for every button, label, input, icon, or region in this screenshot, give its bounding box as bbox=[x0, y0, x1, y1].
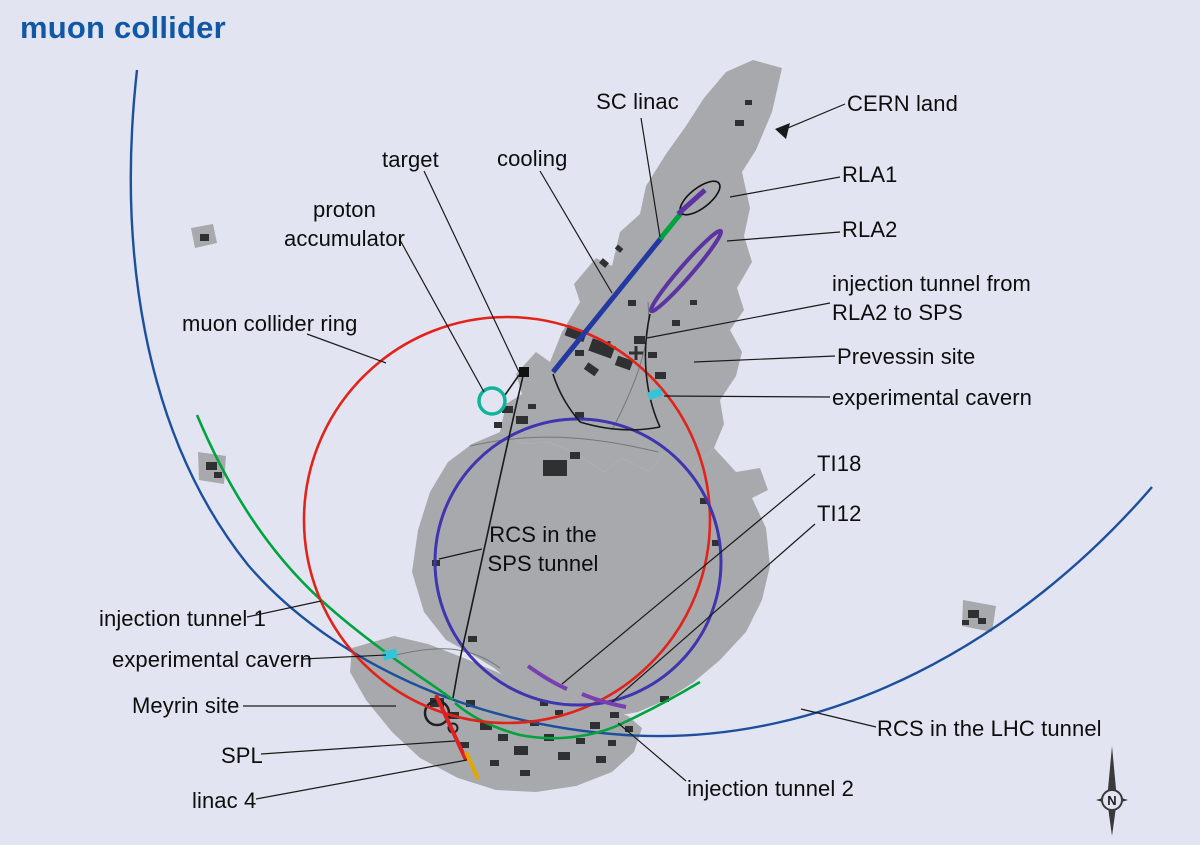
label-sc-linac: SC linac bbox=[596, 89, 679, 114]
label-injection-rla2-sps: injection tunnel from RLA2 to SPS bbox=[832, 271, 1031, 325]
injection-tunnel-1-line bbox=[195, 414, 454, 702]
wye-sps-branch bbox=[579, 421, 661, 431]
sc-linac-line bbox=[551, 235, 664, 374]
leader-linac4 bbox=[255, 759, 468, 800]
leader-sc-linac bbox=[640, 117, 661, 238]
label-proton-accumulator: proton accumulator bbox=[284, 197, 405, 251]
label-target: target bbox=[382, 147, 439, 172]
leader-ti18 bbox=[561, 473, 816, 685]
leader-spl bbox=[260, 740, 456, 755]
linac4-line bbox=[464, 751, 480, 780]
ti18-line bbox=[526, 664, 568, 691]
leader-muon-ring bbox=[306, 333, 387, 364]
label-rla1: RLA1 bbox=[842, 162, 898, 187]
rla2-line bbox=[648, 228, 724, 314]
leader-cern-land bbox=[782, 103, 846, 131]
spl-line bbox=[434, 694, 468, 761]
building-cross-2 bbox=[629, 346, 643, 360]
beam-connector-lines bbox=[452, 313, 661, 699]
experimental-cavern-south-marker bbox=[382, 648, 399, 661]
leader-rla2 bbox=[726, 231, 841, 242]
cooling-line bbox=[658, 210, 684, 241]
leader-cooling bbox=[539, 170, 613, 294]
label-experimental-cavern-south: experimental cavern bbox=[112, 647, 312, 672]
leader-injection-rla2-sps bbox=[646, 302, 831, 339]
wye-linac-to-sps bbox=[552, 373, 581, 423]
label-spl: SPL bbox=[221, 743, 263, 768]
label-ti12: TI12 bbox=[817, 501, 862, 526]
proton-accumulator-ring bbox=[477, 386, 507, 416]
leader-ti12 bbox=[611, 523, 816, 703]
leader-rcs-sps bbox=[438, 548, 483, 560]
experimental-cavern-north-marker bbox=[647, 387, 663, 401]
label-muon-collider-ring: muon collider ring bbox=[182, 311, 358, 336]
label-meyrin-site: Meyrin site bbox=[132, 693, 240, 718]
label-linac4: linac 4 bbox=[192, 788, 257, 813]
land-central-blob bbox=[412, 432, 770, 718]
leader-rcs-lhc bbox=[800, 708, 877, 728]
compass-rose: N bbox=[1096, 746, 1128, 836]
label-rcs-lhc: RCS in the LHC tunnel bbox=[877, 716, 1102, 741]
label-rla2: RLA2 bbox=[842, 217, 898, 242]
leader-exp-cavern-south bbox=[302, 654, 387, 660]
label-experimental-cavern-north: experimental cavern bbox=[832, 385, 1032, 410]
compass-north-label: N bbox=[1107, 793, 1116, 808]
page-title: muon collider bbox=[20, 10, 226, 45]
leader-prevessin bbox=[693, 355, 836, 363]
ti12-line bbox=[581, 692, 627, 709]
accumulator-link bbox=[504, 374, 520, 396]
compass-circle bbox=[1101, 789, 1123, 811]
rla1-line bbox=[676, 188, 707, 216]
leader-rla1 bbox=[729, 176, 841, 198]
leader-cern-land-arrowhead bbox=[775, 123, 790, 139]
leader-target bbox=[423, 170, 520, 373]
label-injection-tunnel-2: injection tunnel 2 bbox=[687, 776, 854, 801]
roads bbox=[391, 301, 659, 669]
label-ti18: TI18 bbox=[817, 451, 862, 476]
rcs-lhc-tunnel-line bbox=[129, 69, 1153, 738]
leader-lines bbox=[243, 103, 877, 800]
ti-tunnels bbox=[526, 664, 627, 709]
label-cooling: cooling bbox=[497, 146, 568, 171]
leader-exp-cavern-north bbox=[663, 395, 831, 398]
label-cern-land: CERN land bbox=[847, 91, 958, 116]
leader-proton-accumulator bbox=[399, 239, 485, 393]
muon-collider-ring-line bbox=[302, 315, 712, 725]
leader-injection-2 bbox=[617, 722, 687, 782]
label-prevessin-site: Prevessin site bbox=[837, 344, 976, 369]
rla2-to-sps-tunnel-line bbox=[644, 313, 661, 428]
label-rcs-sps: RCS in the SPS tunnel bbox=[487, 522, 599, 576]
transfer-line-to-meyrin bbox=[452, 375, 524, 699]
target-marker bbox=[519, 367, 529, 377]
leader-injection-1 bbox=[246, 600, 322, 618]
label-injection-tunnel-1: injection tunnel 1 bbox=[99, 606, 266, 631]
